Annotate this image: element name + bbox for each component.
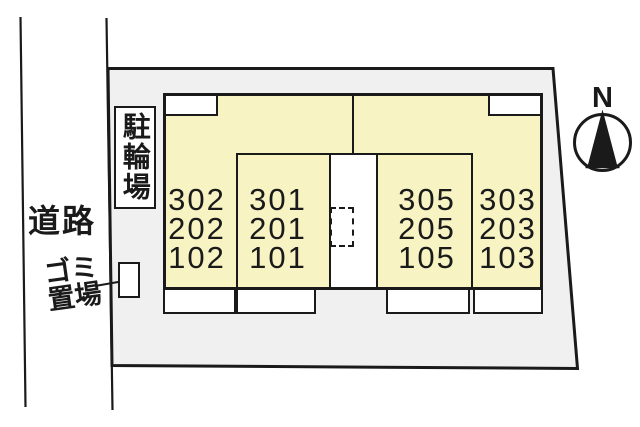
balcony [163, 288, 236, 314]
room-number: 301 [249, 181, 307, 217]
room-stack-center-left: 301 201 101 [218, 181, 338, 275]
building-center-divider-line [351, 96, 354, 153]
room-number: 303 [479, 181, 537, 217]
garbage-area-label: ゴミ 置場 [37, 252, 110, 316]
room-stack-right: 303 203 103 [448, 181, 568, 275]
building-notch-top-left [166, 96, 218, 116]
compass-north-label: N [592, 82, 613, 114]
room-number: 202 [168, 210, 226, 246]
garbage-box [118, 262, 140, 298]
room-number: 103 [479, 239, 537, 275]
room-number: 203 [479, 210, 537, 246]
room-number: 302 [168, 181, 226, 217]
room-number: 201 [249, 210, 307, 246]
building-notch-top-right [488, 96, 540, 116]
balcony [236, 288, 316, 314]
room-number: 305 [398, 181, 456, 217]
road-label: 道路 [28, 203, 97, 239]
balcony [386, 288, 470, 314]
room-stack-left: 302 202 102 [137, 181, 257, 275]
room-stack-center-right: 305 205 105 [367, 181, 487, 275]
room-number: 101 [249, 239, 307, 275]
dashed-box [330, 207, 354, 247]
road-outer-line [19, 16, 27, 408]
room-number: 102 [168, 239, 226, 275]
room-number: 205 [398, 210, 456, 246]
bicycle-parking-label: 駐輪場 [119, 112, 151, 202]
garbage-connector-line [94, 280, 122, 287]
bicycle-parking-box: 駐輪場 [113, 105, 156, 209]
balcony [472, 288, 543, 314]
compass-needle-icon [587, 109, 618, 167]
room-number: 105 [398, 239, 456, 275]
